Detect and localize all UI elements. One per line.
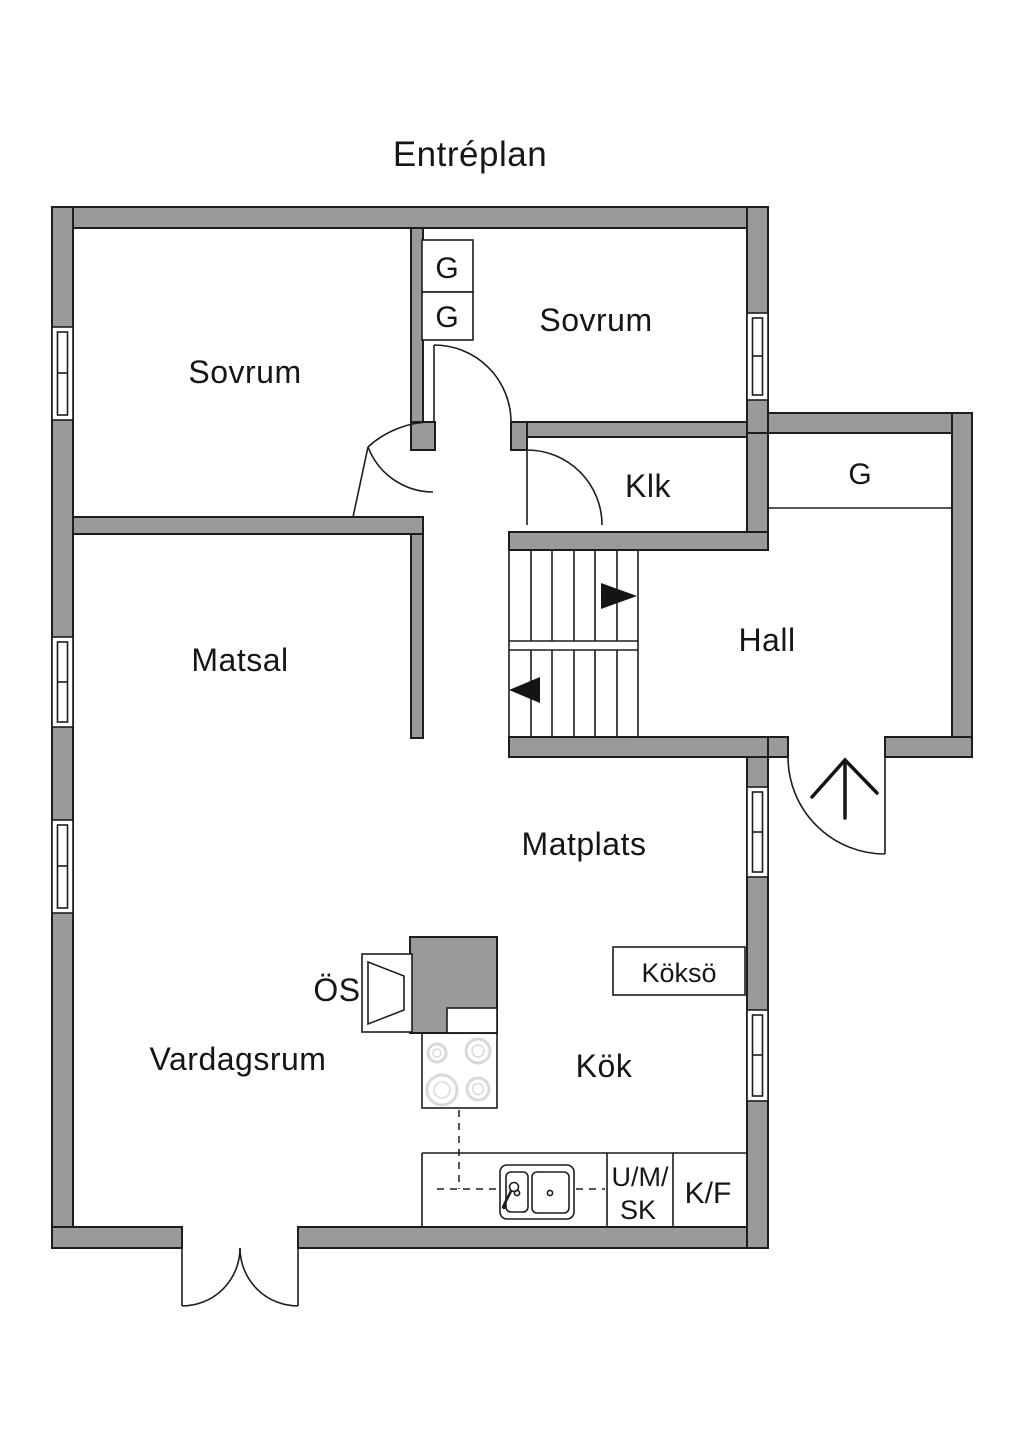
wall-sovrum2-klk [526,421,748,438]
fixtures [361,239,952,1227]
window-kok-right [746,1009,769,1102]
window-sovrum2-right [746,312,769,401]
door-sovrum1-matsal [352,421,434,518]
wall-matsal-east [410,533,424,739]
appliance-label-umsk-line2: SK [620,1195,656,1225]
wall-stub-door-jamb-west [410,421,436,451]
door-double-vardagsrum [181,1247,299,1307]
chimney-notch [446,1007,498,1034]
stair-direction-up-arrow-icon [601,583,637,609]
door-sovrum2 [433,344,512,423]
doors [181,344,886,1307]
appliance-label-kf: K/F [685,1177,732,1210]
wall-extension-bottom [884,736,973,758]
stove [421,1032,498,1109]
faucet-icon [508,1181,520,1193]
closet-g1-box [421,239,474,293]
room-label-kok: Kök [576,1048,633,1084]
closet-label-g2: G [435,301,458,334]
labels: Entréplan Sovrum Sovrum Klk G G G Hall M… [150,135,872,1225]
room-label-vardagsrum: Vardagsrum [150,1041,327,1077]
window-sovrum1-left [51,326,74,421]
wall-outer-bottom-right [297,1226,769,1249]
closet-label-g3: G [848,458,871,491]
fireplace-label-os: ÖS [313,972,360,1008]
wall-outer-bottom-left [51,1226,183,1249]
staircase [508,549,639,738]
kitchen-island-box [612,946,746,996]
wall-klk-bottom [508,531,769,551]
burner-icon [425,1073,459,1107]
room-label-sovrum-2: Sovrum [539,302,652,338]
room-label-matplats: Matplats [522,826,647,862]
window-matplats-right [746,786,769,878]
room-label-sovrum-1: Sovrum [188,354,301,390]
stair-landing-gap [510,641,637,650]
fireplace-symbol [361,953,413,1033]
room-label-matsal: Matsal [191,642,288,678]
wall-stair-bottom [508,736,769,758]
sink [499,1164,575,1220]
wall-outer-top [51,206,769,229]
door-klk [526,449,603,526]
wall-extension-top [767,412,953,434]
door-entrance [787,756,886,855]
closet-label-g1: G [435,252,458,285]
wall-extension-right [951,412,973,758]
island-label-kokso: Köksö [641,958,716,988]
room-label-hall: Hall [738,622,795,658]
kitchen-counter [421,1110,747,1227]
entrance-arrow-icon [810,757,879,799]
plan-title: Entréplan [393,135,547,174]
burner-icon [464,1037,492,1065]
closet-g2-box [421,291,474,341]
stair-direction-down-arrow-icon [509,677,540,703]
appliance-label-umsk-line1: U/M/ [612,1162,669,1192]
windows [51,312,769,1102]
sink-drain-icon [546,1189,554,1197]
window-vardagsrum-left [51,819,74,914]
burner-icon [426,1042,448,1064]
burner-icon [465,1076,491,1102]
window-matsal-left-upper [51,636,74,728]
wall-stub-door-jamb-east [510,421,528,451]
wall-sovrum1-matsal [72,516,424,535]
room-label-klk: Klk [625,468,671,504]
wall-entry-left-jamb [767,736,789,758]
